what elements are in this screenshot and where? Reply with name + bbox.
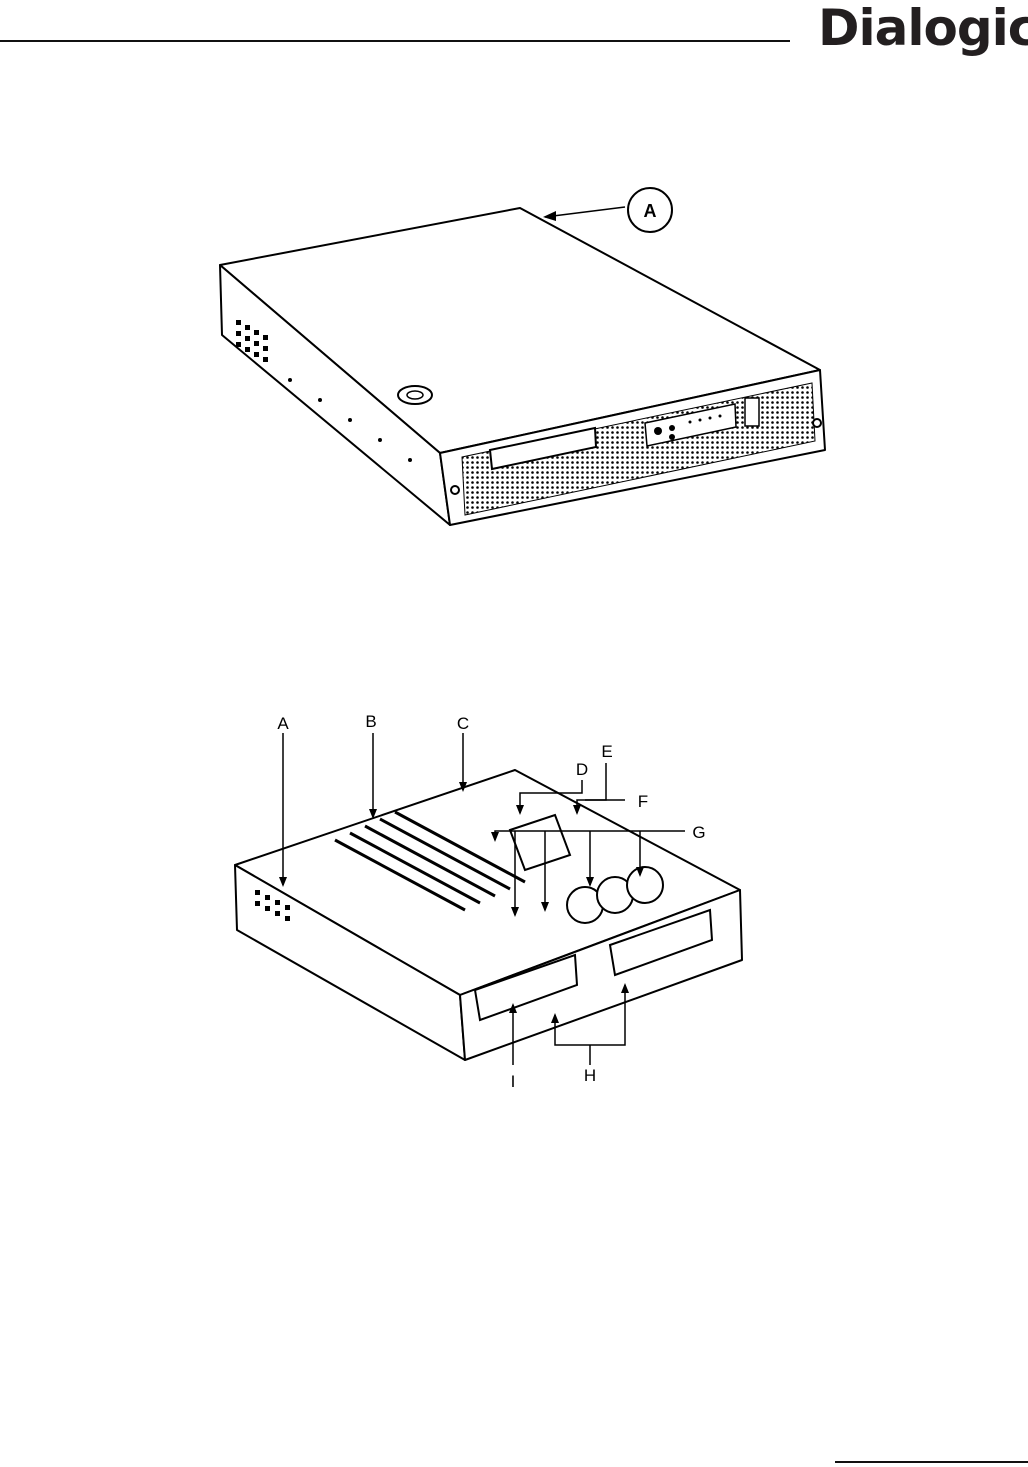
callout-a: A	[277, 714, 289, 733]
callout-f: F	[638, 792, 648, 811]
chassis-open-illustration: A B C D E F G H I	[225, 705, 765, 1100]
callout-h: H	[584, 1066, 596, 1085]
thumbscrew-right	[813, 419, 821, 427]
usb-ports	[745, 398, 759, 426]
callout-d: D	[576, 760, 588, 779]
callout-e: E	[601, 742, 612, 761]
thumbscrew-left	[451, 486, 459, 494]
footer-rule	[835, 1461, 1028, 1463]
callout-a-label: A	[644, 201, 657, 221]
callout-c: C	[457, 714, 469, 733]
callout-g: G	[692, 823, 705, 842]
callout-i: I	[511, 1072, 516, 1091]
chassis-closed-illustration: A	[200, 185, 840, 535]
dialogic-logo: Dialogic®	[818, 0, 1028, 68]
logo-text: Dialogic	[818, 0, 1028, 57]
header-rule	[0, 40, 790, 42]
callout-b: B	[365, 712, 376, 731]
